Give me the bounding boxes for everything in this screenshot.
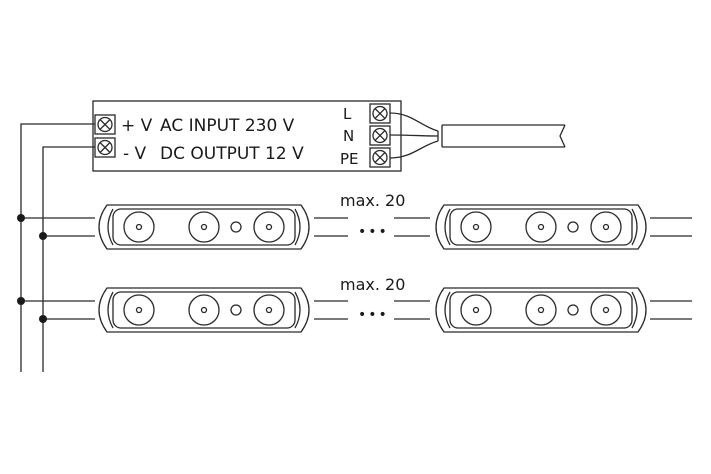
junction-dots [17,214,47,323]
power-supply-unit: + V AC INPUT 230 V - V DC OUTPUT 12 V L … [92,100,402,172]
terminal-l-label: L [343,105,352,123]
terminal-pe-label: PE [340,150,359,168]
led-lens [188,211,220,243]
led-center [537,223,545,231]
led-lens [590,211,622,243]
supply-bus [20,123,95,372]
led-module-cap [631,208,638,246]
led-module-cap [631,291,638,329]
led-module-cap [107,291,114,329]
led-module [98,287,310,333]
row-1-ellipsis: ••• [358,224,389,240]
junction-dot [39,232,47,240]
terminal-n [369,125,391,146]
mains-cable [389,112,566,159]
dc-output-label: DC OUTPUT 12 V [160,144,304,164]
positive-bus-wire [20,123,95,372]
led-lens [460,294,492,326]
led-module-hole [567,304,579,316]
led-lens [460,211,492,243]
negative-bus-wire [42,146,95,372]
led-module-cap [444,291,451,329]
led-center [135,306,143,314]
led-lens [253,211,285,243]
led-module-body [112,208,296,246]
junction-dot [39,315,47,323]
led-module-hole [567,221,579,233]
led-center [265,306,273,314]
led-module-hole [230,221,242,233]
led-module-body [449,208,633,246]
led-lens [253,294,285,326]
terminal-pe [369,147,391,168]
terminal-l [369,103,391,124]
terminal-minus-v [94,137,116,158]
psu-box [92,100,402,172]
led-center [472,223,480,231]
led-lens [590,294,622,326]
minus-v-label: - V [123,144,147,164]
led-module-cap [294,208,301,246]
row-2-max-label: max. 20 [340,275,405,294]
led-center [602,306,610,314]
led-lens [188,294,220,326]
junction-dot [17,214,25,222]
led-center [200,223,208,231]
led-center [537,306,545,314]
led-lens [123,211,155,243]
junction-dot [17,297,25,305]
row-2-ellipsis: ••• [358,307,389,323]
plus-v-label: + V [121,116,153,136]
led-row [21,204,692,250]
led-lens [525,211,557,243]
terminal-n-label: N [343,127,354,145]
led-module-housing [98,287,310,333]
led-lens [123,294,155,326]
led-rows [21,204,692,333]
led-center [200,306,208,314]
led-module [435,287,647,333]
led-center [472,306,480,314]
terminal-plus-v [94,114,116,135]
led-module-cap [107,208,114,246]
led-module-housing [98,204,310,250]
ac-input-label: AC INPUT 230 V [160,116,295,136]
led-center [265,223,273,231]
led-module [98,204,310,250]
led-module-cap [294,291,301,329]
led-center [602,223,610,231]
led-module-body [112,291,296,329]
led-module-housing [435,204,647,250]
led-lens [525,294,557,326]
row-1-max-label: max. 20 [340,191,405,210]
led-module-body [449,291,633,329]
led-module-cap [444,208,451,246]
led-module [435,204,647,250]
led-module-hole [230,304,242,316]
led-center [135,223,143,231]
led-module-housing [435,287,647,333]
led-row [21,287,692,333]
